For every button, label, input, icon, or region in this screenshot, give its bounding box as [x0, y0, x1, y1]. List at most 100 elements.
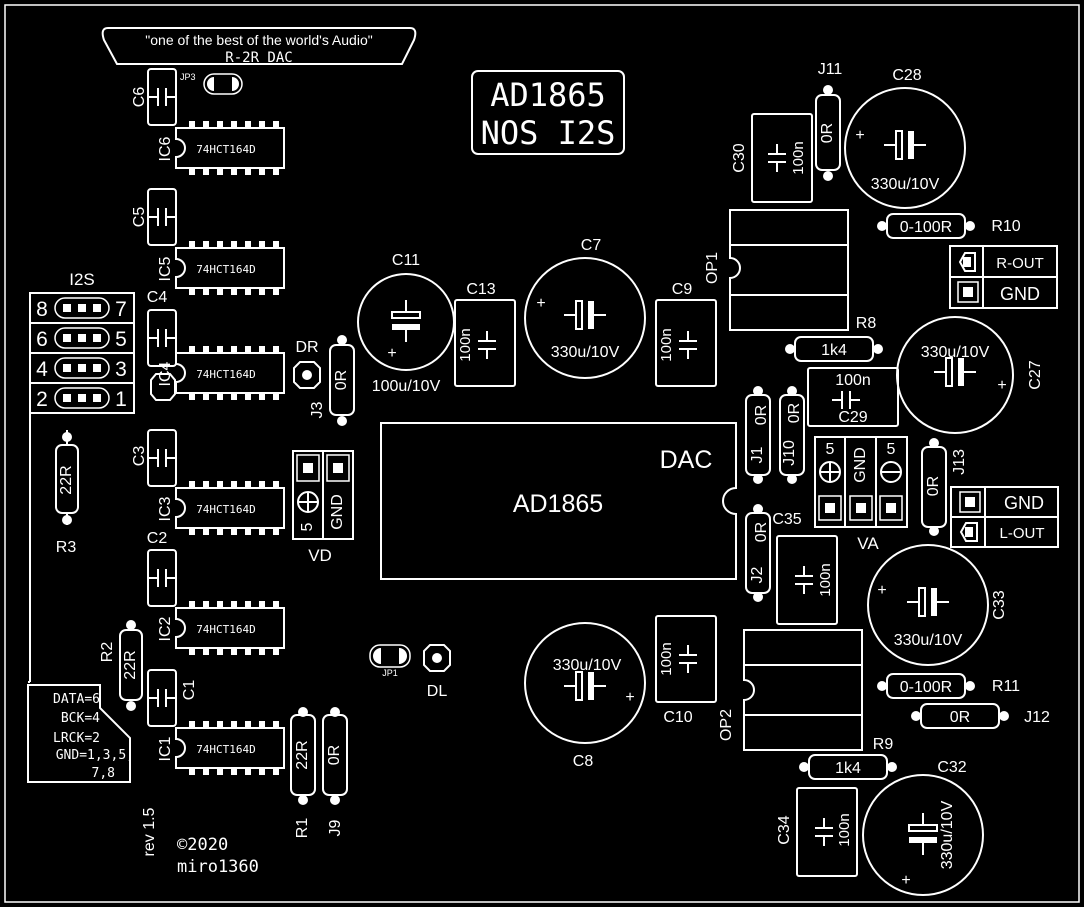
- test-point-dl: DL: [423, 644, 451, 700]
- svg-text:5: 5: [299, 522, 316, 531]
- svg-text:0R: 0R: [753, 522, 770, 542]
- ceramic-capacitors: 100nC13100nC9100nC10100nC30100nC35100nC3…: [454, 113, 899, 877]
- svg-text:74HCT164D: 74HCT164D: [196, 743, 256, 756]
- svg-text:0R: 0R: [950, 709, 970, 726]
- jumper-jp1: JP1: [369, 644, 411, 678]
- connector-va: 5 GND 5 VA: [814, 436, 908, 553]
- svg-text:100n: 100n: [836, 813, 853, 846]
- rev-label: rev 1.5: [141, 807, 158, 856]
- dac-part: AD1865: [513, 490, 603, 518]
- svg-text:C7: C7: [581, 237, 602, 254]
- svg-text:+: +: [625, 689, 634, 706]
- svg-text:GND: GND: [329, 494, 346, 530]
- opamp-op1: OP1: [704, 209, 849, 331]
- svg-text:GND: GND: [1004, 493, 1044, 513]
- svg-text:0R: 0R: [925, 476, 942, 496]
- svg-text:74HCT164D: 74HCT164D: [196, 263, 256, 276]
- svg-text:JP1: JP1: [382, 668, 398, 678]
- svg-text:R-OUT: R-OUT: [996, 255, 1044, 272]
- svg-text:C28: C28: [892, 67, 921, 84]
- svg-text:BCK=4: BCK=4: [61, 711, 100, 726]
- svg-text:22R: 22R: [122, 650, 139, 679]
- svg-text:J11: J11: [818, 61, 843, 78]
- opamp-op2: OP2: [718, 629, 863, 751]
- svg-text:100n: 100n: [658, 328, 675, 361]
- svg-text:C27: C27: [1027, 360, 1044, 389]
- svg-text:0R: 0R: [786, 403, 803, 423]
- ic-ref-label: IC2: [157, 616, 174, 641]
- svg-text:100n: 100n: [817, 563, 834, 596]
- svg-text:OP2: OP2: [718, 709, 735, 741]
- board-outline: [4, 4, 1080, 903]
- resistor-r2: 22R R2: [99, 620, 143, 711]
- svg-text:0R: 0R: [333, 370, 350, 390]
- svg-text:0R: 0R: [326, 745, 343, 765]
- jumper-j10: 0R J10: [779, 386, 805, 484]
- svg-text:22R: 22R: [58, 465, 75, 494]
- svg-text:5: 5: [826, 441, 835, 458]
- svg-text:LRCK=2: LRCK=2: [53, 731, 100, 746]
- svg-text:5: 5: [115, 328, 127, 351]
- jumper-j1: 0R J1: [745, 386, 771, 484]
- vd-label: VD: [308, 546, 332, 565]
- svg-text:6: 6: [36, 328, 48, 351]
- svg-text:100n: 100n: [835, 372, 871, 389]
- svg-text:C10: C10: [663, 709, 692, 726]
- header-banner: "one of the best of the world's Audio" R…: [101, 27, 417, 66]
- capacitor-c1: [147, 669, 177, 727]
- svg-text:5: 5: [887, 441, 896, 458]
- svg-text:J3: J3: [309, 401, 326, 418]
- resistor-r1: 22R R1: [290, 707, 316, 838]
- svg-text:7: 7: [115, 298, 127, 321]
- svg-text:0R: 0R: [819, 123, 836, 143]
- pin-legend: DATA=6 BCK=4 LRCK=2 GND=1,3,5, 7,8: [27, 684, 134, 783]
- svg-text:C2: C2: [147, 530, 168, 547]
- svg-text:J13: J13: [951, 449, 968, 475]
- jumper-j13: 0R J13: [921, 438, 968, 536]
- title-line2: NOS I2S: [481, 114, 616, 152]
- title-box: AD1865 NOS I2S: [471, 70, 625, 155]
- svg-text:J10: J10: [781, 440, 798, 466]
- shift-register-2: 74HCT164D IC2: [157, 601, 285, 655]
- svg-text:DR: DR: [295, 339, 318, 356]
- svg-text:74HCT164D: 74HCT164D: [196, 623, 256, 636]
- svg-text:100u/10V: 100u/10V: [372, 378, 441, 395]
- jumper-j3: 0R J3: [309, 335, 355, 426]
- header-subtitle: R-2R DAC: [225, 50, 292, 66]
- svg-text:R9: R9: [873, 736, 894, 753]
- svg-text:+: +: [855, 127, 864, 144]
- svg-text:+: +: [536, 295, 545, 312]
- svg-text:R2: R2: [99, 642, 116, 663]
- svg-text:C8: C8: [573, 753, 594, 770]
- resistor-r9: 1k4 R9: [799, 736, 897, 780]
- svg-text:GND: GND: [1000, 284, 1040, 304]
- svg-text:330u/10V: 330u/10V: [894, 632, 963, 649]
- svg-text:GND: GND: [852, 447, 869, 483]
- ic-ref-label: IC5: [157, 256, 174, 281]
- svg-text:1k4: 1k4: [821, 342, 847, 359]
- dac-label: DAC: [660, 446, 713, 474]
- title-line1: AD1865: [490, 76, 606, 114]
- svg-text:C1: C1: [181, 680, 198, 701]
- svg-text:8: 8: [36, 298, 48, 321]
- dac-chip: DAC AD1865: [380, 422, 737, 580]
- svg-text:C29: C29: [838, 409, 867, 426]
- header-tagline: "one of the best of the world's Audio": [145, 32, 372, 48]
- ic4-pin1-marker: [150, 373, 176, 401]
- svg-text:JP3: JP3: [180, 72, 196, 82]
- svg-text:J9: J9: [327, 819, 344, 836]
